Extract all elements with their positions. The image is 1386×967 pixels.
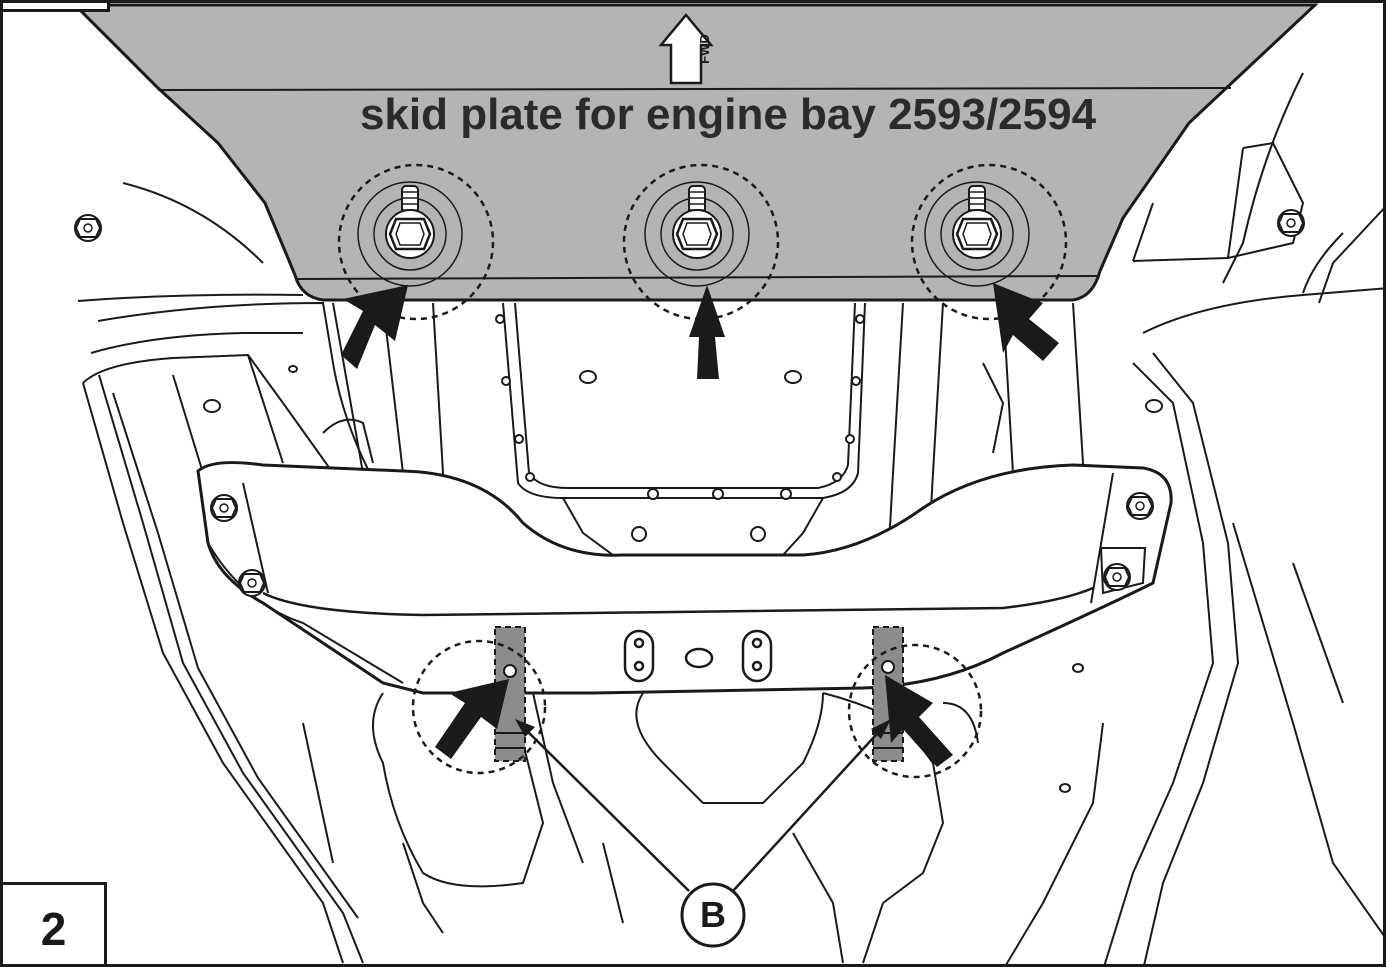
oil-pan-bolts [495,314,865,542]
skid-plate-rear-edge [296,275,1099,280]
crossmember-bolt-left-upper [210,494,238,522]
callout-leader-lines [520,724,886,892]
leader-arrowheads [515,719,891,739]
crossmember [196,461,1173,695]
plate-bolt-center [643,180,751,288]
pointer-arrow-icon [341,283,1059,767]
highlight-circles [337,163,1068,779]
skid-plate-fold-line [157,87,1232,91]
step-number: 2 [40,903,67,955]
skid-plate-installation-diagram [71,3,1383,964]
plate-bolt-right [923,180,1031,288]
skid-plate [71,3,1319,302]
fwd-marker-label: FWD [697,34,712,64]
crossmember-bolt-left-lower [238,569,266,597]
callout-circle-b [680,882,746,948]
plate-bolt-left [356,180,464,288]
corner-tab [3,3,110,12]
center-mount-slots [623,629,773,683]
skid-plate-label: skid plate for engine bay 2593/2594 [359,90,1097,139]
crossmember-bolt-right-upper [1126,492,1154,520]
right-chassis-bolt [1277,209,1305,237]
chassis-holes [203,365,1163,793]
step-number-box: 2 [3,882,107,964]
crossmember-bolt-right-lower [1103,563,1131,591]
callout-letter-b: B [700,894,726,935]
fwd-arrow-icon [658,13,714,85]
left-chassis-bolt [74,214,102,242]
